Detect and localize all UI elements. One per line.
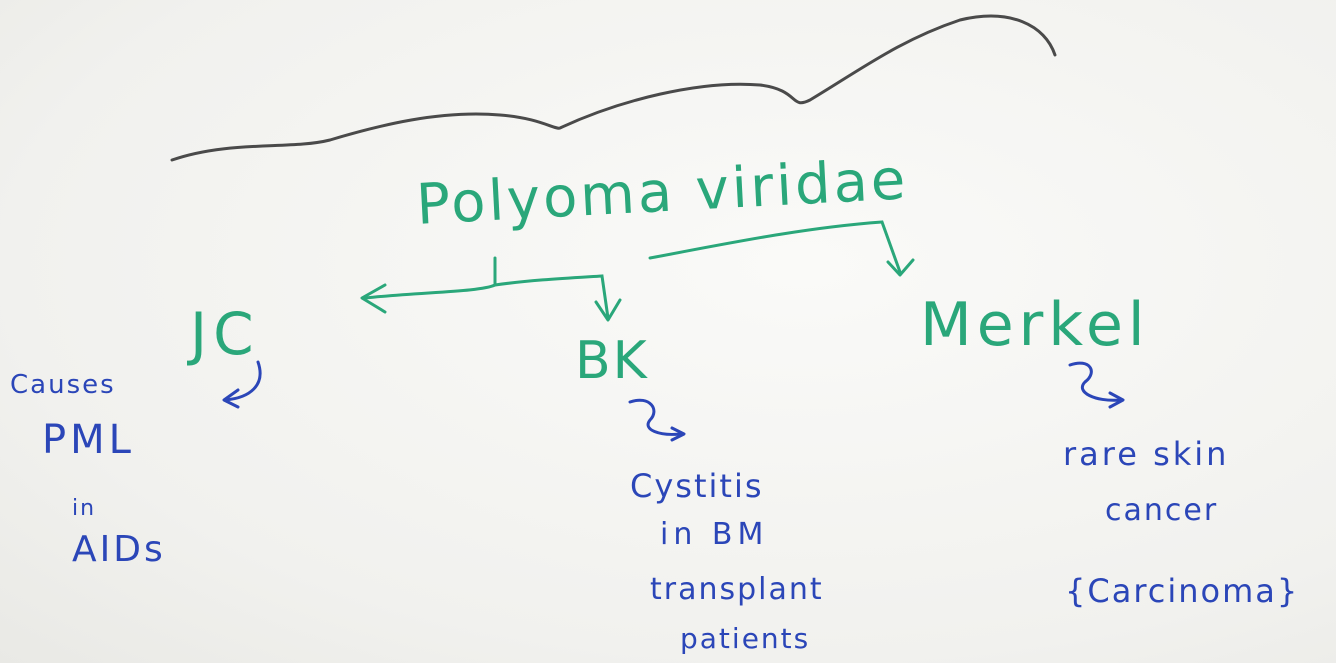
merkel-note-line: rare skin xyxy=(1063,435,1230,473)
arrowhead-bk-note xyxy=(670,426,686,442)
node-jc: JC xyxy=(190,300,260,368)
arrowhead-jc xyxy=(360,283,387,314)
node-merkel: Merkel xyxy=(920,290,1150,360)
jc-note-line: PML xyxy=(42,417,135,463)
edge-title-to-jc xyxy=(363,256,497,300)
merkel-note-line: cancer xyxy=(1105,493,1219,528)
edge-title-to-merkel xyxy=(648,220,902,274)
edge-merkel-to-note xyxy=(1068,361,1122,402)
arrowhead-jc-note xyxy=(222,388,240,409)
merkel-note-line: {Carcinoma} xyxy=(1065,572,1300,610)
jc-note-line: Causes xyxy=(10,370,116,400)
node-bk: BK xyxy=(575,331,649,391)
top-scribble-line xyxy=(170,14,1057,162)
edge-title-to-bk xyxy=(493,274,610,320)
bk-note-line: Cystitis xyxy=(630,467,764,505)
jc-note-line: in xyxy=(72,496,97,521)
edge-jc-to-note xyxy=(223,360,262,402)
arrowhead-merkel-note xyxy=(1108,391,1125,409)
bk-note-line: patients xyxy=(680,622,811,655)
arrowhead-bk xyxy=(594,298,622,322)
edge-bk-to-note xyxy=(628,398,682,436)
arrowhead-merkel xyxy=(886,258,915,277)
bk-note-line: transplant xyxy=(650,572,824,607)
jc-note-line: AIDs xyxy=(72,529,166,570)
bk-note-line: in BM xyxy=(660,517,769,552)
